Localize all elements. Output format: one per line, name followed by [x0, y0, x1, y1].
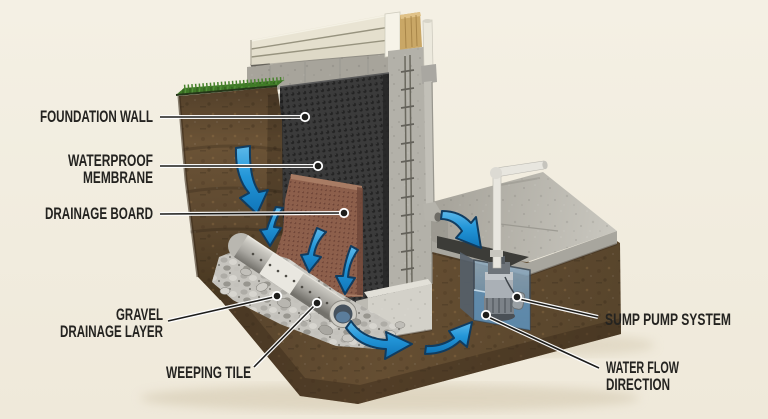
label-foundation-wall: FOUNDATION WALL — [40, 108, 153, 126]
grass — [175, 76, 285, 96]
exterior-drain-pipe — [421, 19, 442, 222]
label-water-flow-line1: WATER FLOW — [606, 359, 679, 377]
wood-sill-plate — [400, 12, 422, 50]
water-flow-arrows — [234, 145, 482, 360]
flow-arrow-soil — [234, 145, 269, 215]
label-gravel-line2: DRAINAGE LAYER — [60, 323, 163, 341]
label-water-flow-line2: DIRECTION — [606, 376, 670, 394]
discharge-pipe — [490, 160, 548, 269]
label-waterproof-membrane-line2: MEMBRANE — [83, 169, 153, 187]
pit-opening — [437, 236, 529, 267]
flow-arrow-membrane — [335, 245, 359, 295]
leader-dots — [271, 111, 523, 321]
foundation-wall-cut-face — [388, 46, 433, 296]
label-waterproof-membrane-line1: WATERPROOF — [68, 152, 153, 170]
label-gravel-line1: GRAVEL — [116, 306, 163, 324]
labels: FOUNDATION WALL WATERPROOF MEMBRANE DRAI… — [40, 108, 731, 394]
flow-arrow-to-sump — [424, 321, 473, 355]
label-sump-pump-system: SUMP PUMP SYSTEM — [605, 311, 731, 329]
label-drainage-board: DRAINAGE BOARD — [45, 205, 153, 223]
siding — [250, 14, 391, 65]
flow-arrow-under-footing — [345, 320, 413, 360]
soil-base-shading — [196, 248, 621, 404]
leader-lines — [159, 111, 600, 370]
pipe-cutaway — [259, 252, 305, 295]
flow-arrow-into-pit — [440, 210, 482, 249]
flow-arrow-board — [300, 227, 327, 273]
label-weeping-tile: WEEPING TILE — [166, 364, 251, 382]
